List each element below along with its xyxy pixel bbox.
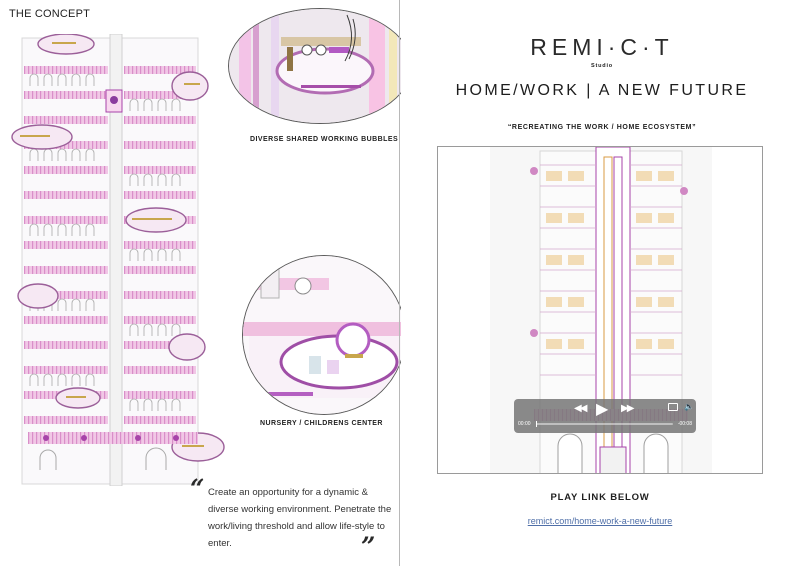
right-page: REMI·C·T Studio HOME/WORK | A NEW FUTURE… <box>401 0 800 566</box>
video-player[interactable]: ◀◀ ▶ ▶▶ 🔈 00:00 -00:08 <box>437 146 763 474</box>
concept-heading: THE CONCEPT <box>9 8 91 20</box>
rewind-icon[interactable]: ◀◀ <box>574 403 587 414</box>
tagline: “RECREATING THE WORK / HOME ECOSYSTEM” <box>507 124 697 131</box>
close-quote-mark: ” <box>361 532 376 561</box>
airplay-icon[interactable] <box>668 403 678 411</box>
brand-name: REMI·C·T <box>530 34 674 60</box>
left-page: THE CONCEPT <box>0 0 411 566</box>
shared-working-caption: DIVERSE SHARED WORKING BUBBLES <box>250 136 399 143</box>
shared-working-bubble-detail-image <box>229 9 411 123</box>
headline: HOME/WORK | A NEW FUTURE <box>455 82 749 99</box>
video-scrubber[interactable] <box>536 421 673 427</box>
play-link-label: PLAY LINK BELOW <box>550 492 650 503</box>
concept-quote-text: Create an opportunity for a dynamic & di… <box>208 487 392 549</box>
scrubber-knob[interactable] <box>536 421 537 427</box>
open-quote-mark: “ <box>190 474 205 503</box>
volume-icon[interactable]: 🔈 <box>684 402 694 411</box>
video-time-end: -00:08 <box>677 421 692 427</box>
brand-subtitle: Studio <box>591 63 613 69</box>
fast-forward-icon[interactable]: ▶▶ <box>621 403 634 414</box>
nursery-caption: NURSERY / CHILDRENS CENTER <box>260 420 383 427</box>
page-divider <box>399 0 400 566</box>
video-time-start: 00:00 <box>518 421 531 427</box>
brand-logo: REMI·C·T Studio <box>437 34 767 69</box>
play-icon[interactable]: ▶ <box>596 401 609 418</box>
building-model-image <box>0 34 232 486</box>
video-controls: ◀◀ ▶ ▶▶ 🔈 00:00 -00:08 <box>514 399 696 433</box>
nursery-detail-image <box>243 256 405 414</box>
website-link[interactable]: remict.com/home-work-a-new-future <box>527 516 673 526</box>
